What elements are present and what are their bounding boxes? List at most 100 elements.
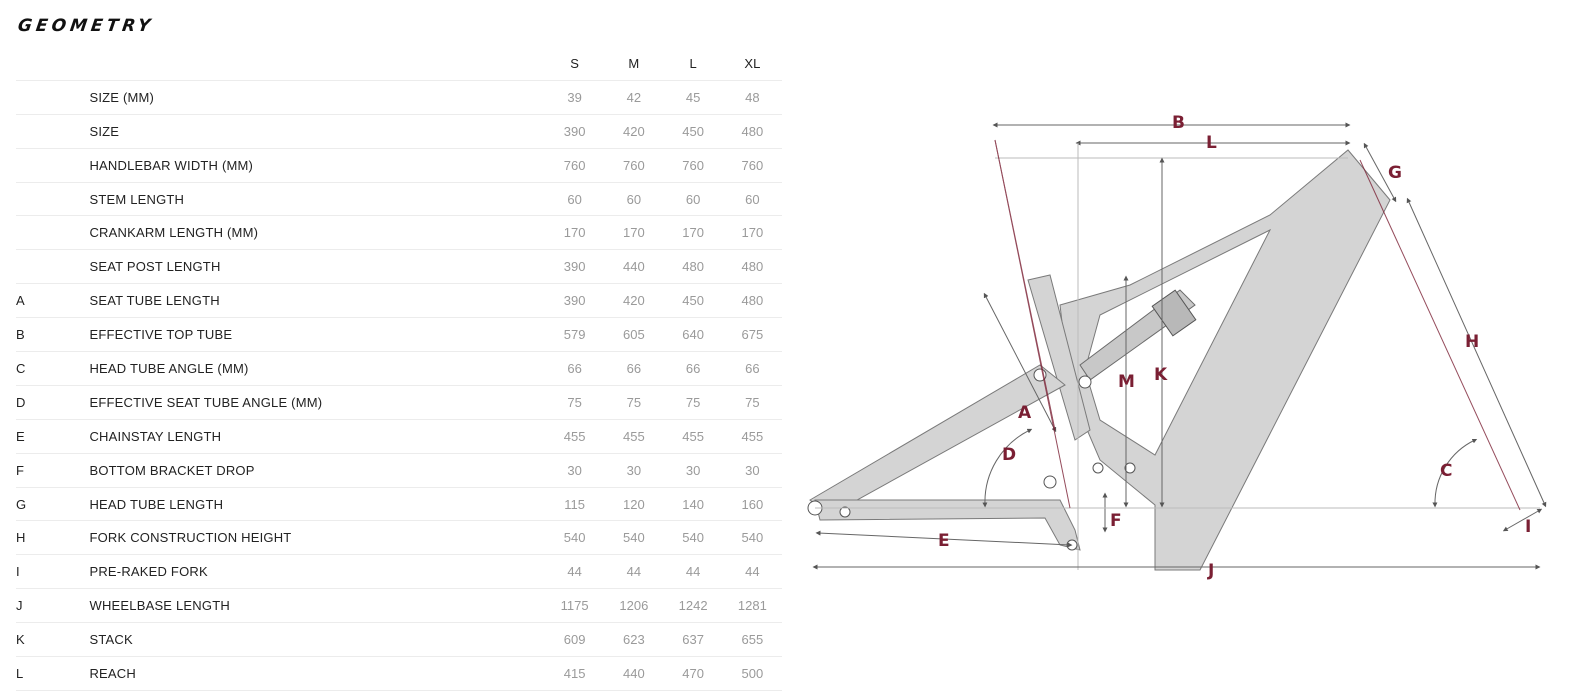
row-label: CHAINSTAY LENGTH: [89, 428, 222, 444]
row-value: 480: [682, 259, 704, 275]
frame-front: [1059, 149, 1391, 571]
row-value: 44: [745, 564, 760, 580]
row-value: 579: [563, 327, 586, 343]
row-letter: E: [16, 428, 25, 444]
row-value: 760: [682, 157, 704, 173]
pivot: [1043, 475, 1057, 489]
dim-label-h: H: [1465, 332, 1479, 352]
row-label: FORK CONSTRUCTION HEIGHT: [89, 530, 292, 546]
dim-label-m: M: [1118, 372, 1135, 392]
dim-label-b: B: [1172, 113, 1185, 133]
size-header: L: [689, 55, 697, 71]
row-value: 470: [682, 665, 704, 681]
row-label: WHEELBASE LENGTH: [89, 598, 230, 614]
row-value: 420: [623, 293, 645, 309]
size-header: XL: [744, 55, 761, 71]
row-value: 500: [741, 665, 764, 681]
row-value: 540: [741, 530, 764, 546]
row-label: PRE-RAKED FORK: [89, 564, 208, 580]
row-value: 66: [685, 360, 701, 376]
row-value: 390: [563, 123, 586, 139]
row-letter: A: [16, 293, 25, 309]
pivot: [1078, 375, 1092, 389]
dim-label-c: C: [1440, 461, 1452, 481]
row-value: 75: [567, 394, 582, 410]
row-value: 60: [567, 191, 582, 207]
dim-label-k: K: [1154, 365, 1168, 385]
row-value: 75: [685, 394, 701, 410]
row-value: 60: [745, 191, 760, 207]
row-value: 390: [563, 259, 586, 275]
dim-label-l: L: [1206, 133, 1217, 153]
row-label: HEAD TUBE ANGLE (MM): [89, 360, 249, 376]
row-value: 39: [567, 89, 582, 105]
row-value: 30: [685, 462, 701, 478]
row-value: 60: [685, 191, 701, 207]
table-row: I PRE-RAKED FORK 44 44 44 44: [16, 555, 782, 590]
row-value: 170: [741, 225, 764, 241]
row-value: 455: [623, 428, 645, 444]
seat-stay: [809, 364, 1066, 516]
row-letter: D: [16, 394, 26, 410]
row-value: 609: [563, 632, 586, 648]
row-value: 540: [623, 530, 645, 546]
row-letter: J: [16, 598, 23, 614]
row-value: 170: [682, 225, 704, 241]
size-header: S: [570, 55, 579, 71]
dim-label-d: D: [1002, 445, 1016, 465]
row-value: 450: [682, 123, 704, 139]
row-value: 170: [623, 225, 645, 241]
row-label: EFFECTIVE TOP TUBE: [89, 327, 233, 343]
row-value: 480: [741, 123, 764, 139]
row-value: 640: [682, 327, 704, 343]
pivot: [839, 506, 851, 518]
row-label: BOTTOM BRACKET DROP: [89, 462, 255, 478]
row-letter: L: [16, 665, 24, 681]
row-value: 540: [682, 530, 704, 546]
row-value: 455: [741, 428, 764, 444]
row-value: 44: [567, 564, 582, 580]
row-value: 30: [626, 462, 642, 478]
row-value: 675: [741, 327, 764, 343]
pivot: [1092, 462, 1104, 474]
row-value: 420: [623, 123, 645, 139]
row-value: 655: [741, 632, 764, 648]
row-value: 1175: [560, 598, 589, 614]
row-value: 44: [685, 564, 701, 580]
row-value: 75: [745, 394, 760, 410]
row-value: 540: [563, 530, 586, 546]
size-header: M: [628, 55, 640, 71]
row-letter: G: [16, 496, 27, 512]
row-letter: I: [16, 564, 20, 580]
row-value: 440: [623, 259, 645, 275]
page-title: GEOMETRY: [16, 16, 156, 36]
row-value: 440: [623, 665, 645, 681]
row-value: 1242: [678, 598, 708, 614]
row-value: 66: [567, 360, 582, 376]
bike-geometry-diagram: B L G H K M A D C F E I J: [807, 113, 1547, 580]
row-value: 455: [563, 428, 586, 444]
row-value: 760: [623, 157, 645, 173]
row-label: STEM LENGTH: [89, 191, 185, 207]
row-value: 605: [623, 327, 645, 343]
row-value: 480: [741, 293, 764, 309]
row-value: 44: [626, 564, 642, 580]
row-value: 455: [682, 428, 704, 444]
row-label: SEAT POST LENGTH: [89, 259, 221, 275]
row-value: 623: [623, 632, 645, 648]
row-value: 66: [626, 360, 642, 376]
dim-label-e: E: [938, 531, 950, 551]
row-value: 415: [563, 665, 586, 681]
row-value: 30: [567, 462, 582, 478]
table-header: S M L XL: [16, 47, 782, 81]
